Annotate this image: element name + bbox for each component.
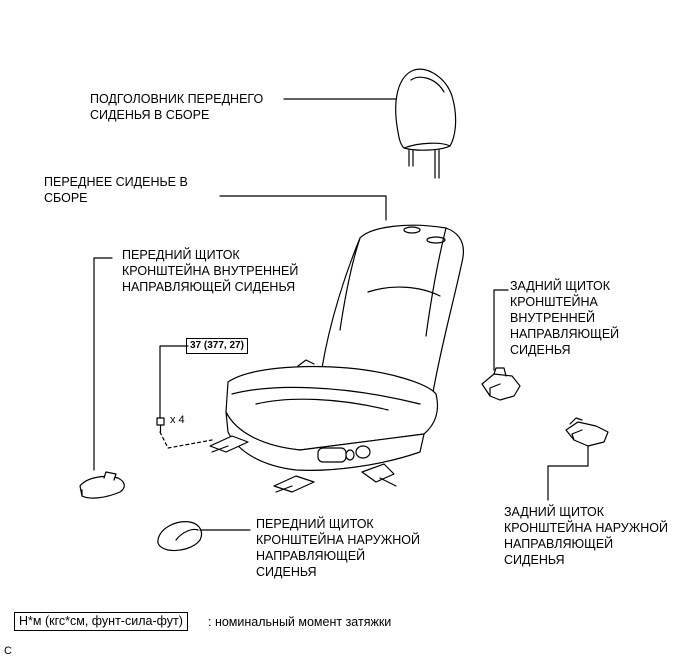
torque-spec-box: 37 (377, 27): [186, 338, 248, 354]
legend-description: : номинальный момент затяжки: [208, 615, 392, 629]
bolt-dashed-line: [159, 431, 213, 449]
label-line: ПЕРЕДНИЙ ЩИТОК: [256, 517, 374, 531]
label-front-inner-cover: ПЕРЕДНИЙ ЩИТОК КРОНШТЕЙНА ВНУТРЕННЕЙ НАП…: [122, 247, 298, 295]
label-line: КРОНШТЕЙНА НАРУЖНОЙ: [256, 533, 420, 547]
label-front-seat: ПЕРЕДНЕЕ СИДЕНЬЕ В СБОРЕ: [44, 174, 188, 206]
front-inner-cover-part: [79, 471, 125, 499]
label-line: ПЕРЕДНИЙ ЩИТОК: [122, 248, 240, 262]
label-line: КРОНШТЕЙНА ВНУТРЕННЕЙ: [122, 264, 299, 278]
rear-outer-cover-part: [565, 417, 609, 447]
label-line: ПЕРЕДНЕЕ СИДЕНЬЕ В: [44, 175, 188, 189]
label-line: КРОНШТЕЙНА: [510, 295, 598, 309]
label-line: СИДЕНЬЯ: [504, 553, 565, 567]
label-line: СБОРЕ: [44, 191, 88, 205]
figure-code: C: [4, 645, 12, 657]
label-line: НАПРАВЛЯЮЩЕЙ: [504, 537, 614, 551]
label-line: ПОДГОЛОВНИК ПЕРЕДНЕГО: [90, 92, 264, 106]
label-line: НАПРАВЛЯЮЩЕЙ СИДЕНЬЯ: [122, 280, 296, 294]
label-rear-inner-cover: ЗАДНИЙ ЩИТОК КРОНШТЕЙНА ВНУТРЕННЕЙ НАПРА…: [510, 278, 619, 358]
label-front-outer-cover: ПЕРЕДНИЙ ЩИТОК КРОНШТЕЙНА НАРУЖНОЙ НАПРА…: [256, 516, 420, 580]
legend-unit-box: Н*м (кгс*см, фунт-сила-фут): [14, 612, 188, 631]
label-line: ЗАДНИЙ ЩИТОК: [504, 505, 605, 519]
front-outer-cover-part: [157, 521, 203, 552]
bolt-part: [156, 417, 165, 433]
headrest-part: [395, 68, 457, 179]
rear-inner-cover-part: [481, 367, 521, 401]
label-headrest: ПОДГОЛОВНИК ПЕРЕДНЕГО СИДЕНЬЯ В СБОРЕ: [90, 91, 263, 123]
leader-lines: [93, 98, 589, 531]
label-line: НАПРАВЛЯЮЩЕЙ: [256, 549, 366, 563]
label-line: КРОНШТЕЙНА НАРУЖНОЙ: [504, 521, 668, 535]
bolt-quantity: x 4: [170, 414, 185, 426]
label-line: ЗАДНИЙ ЩИТОК: [510, 279, 611, 293]
label-line: СИДЕНЬЯ: [256, 565, 317, 579]
label-line: ВНУТРЕННЕЙ: [510, 311, 595, 325]
label-line: СИДЕНЬЯ: [510, 343, 571, 357]
label-line: НАПРАВЛЯЮЩЕЙ: [510, 327, 620, 341]
label-rear-outer-cover: ЗАДНИЙ ЩИТОК КРОНШТЕЙНА НАРУЖНОЙ НАПРАВЛ…: [504, 504, 668, 568]
front-seat-part: [209, 224, 465, 493]
label-line: СИДЕНЬЯ В СБОРЕ: [90, 108, 210, 122]
